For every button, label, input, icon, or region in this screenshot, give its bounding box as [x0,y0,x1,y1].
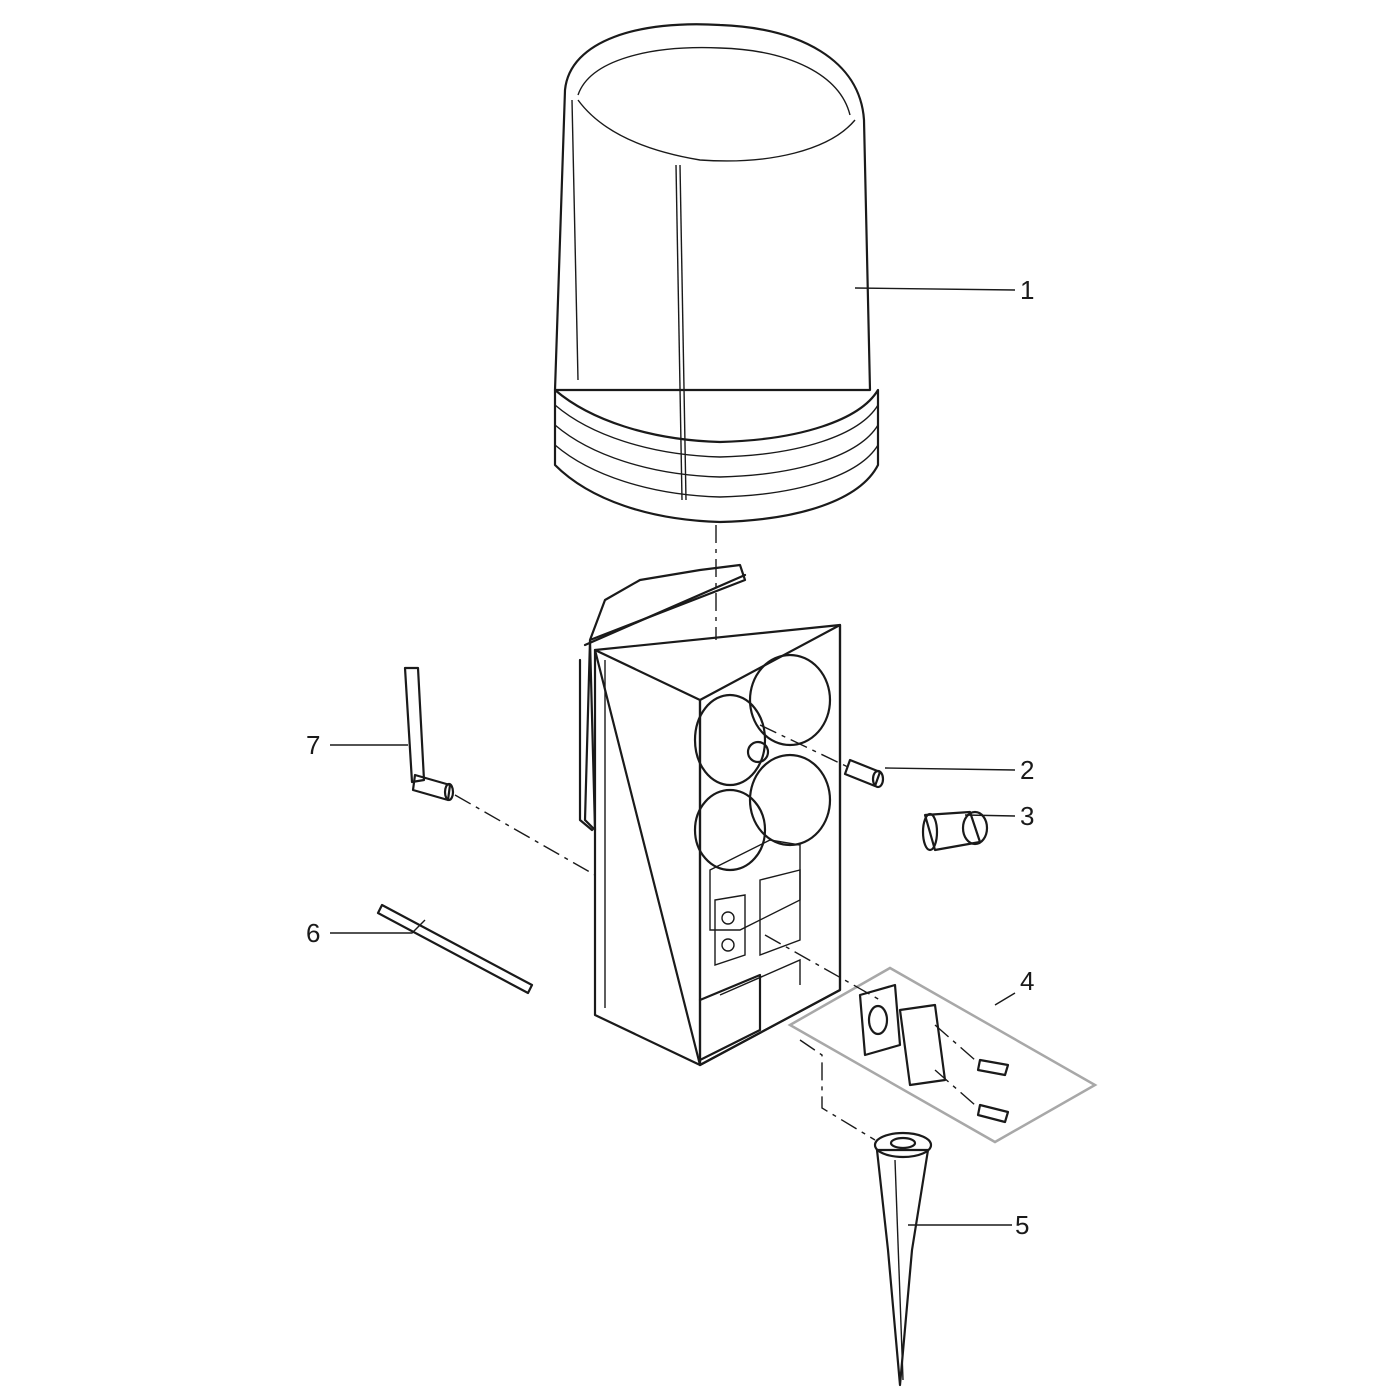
leader-3 [964,814,1016,817]
callout-6: 6 [306,918,320,948]
callout-1: 1 [1020,275,1034,305]
leader-1 [854,287,1016,291]
callout-4: 4 [1020,966,1034,996]
assembly-line-spike [799,1039,876,1141]
leader-2 [884,767,1016,771]
assembly-line-antenna [454,794,596,876]
callout-3: 3 [1020,801,1034,831]
leader-6 [330,919,426,934]
assembly-line-screws [934,1024,976,1106]
leader-4 [994,992,1016,1006]
part-1-cover [553,23,880,524]
part-7-antenna [403,666,455,802]
callout-2: 2 [1020,755,1034,785]
callout-7: 7 [306,730,320,760]
part-3-fuse-cap [921,810,989,852]
part-5-ground-spike [873,1131,933,1387]
part-6-rod [376,903,534,995]
assembly-line-fuse [759,724,851,769]
part-2-fuse [843,758,885,789]
housing [578,563,842,1067]
assembly-line-kit [764,934,881,1001]
callout-5: 5 [1015,1210,1029,1240]
